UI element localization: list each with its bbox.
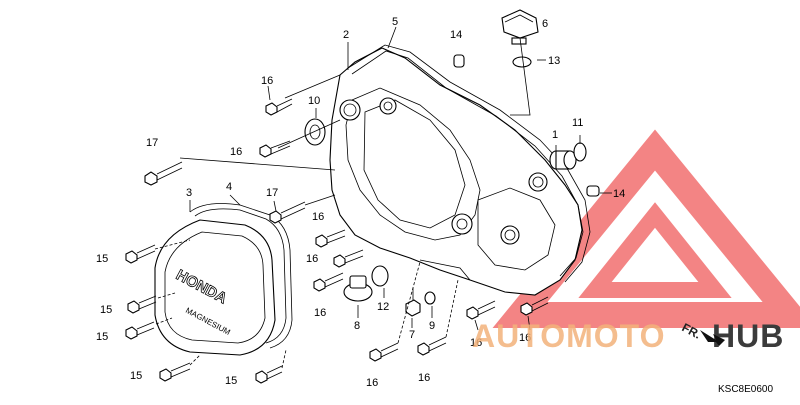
diagram-code: KSC8E0600 bbox=[718, 384, 773, 395]
callout-10: 10 bbox=[308, 95, 320, 107]
front-arrow-icon bbox=[700, 330, 725, 346]
callout-15: 15 bbox=[100, 304, 112, 316]
callout-1: 1 bbox=[552, 129, 558, 141]
callout-14: 14 bbox=[613, 188, 625, 200]
callout-15: 15 bbox=[225, 375, 237, 387]
callout-11: 11 bbox=[572, 117, 583, 129]
callout-3: 3 bbox=[186, 187, 192, 199]
watermark-text: AUTOMOTO HUB bbox=[472, 318, 784, 354]
callout-16: 16 bbox=[519, 332, 531, 344]
filler-cap bbox=[501, 9, 539, 45]
callout-4: 4 bbox=[226, 181, 232, 193]
dowel-pin-right bbox=[586, 185, 600, 197]
dowel-pin-top bbox=[453, 54, 465, 68]
callout-6: 6 bbox=[542, 18, 548, 30]
callout-16: 16 bbox=[312, 211, 324, 223]
o-ring-12 bbox=[371, 265, 389, 287]
watermark-word-hub: HUB bbox=[712, 318, 784, 354]
watermark-logo bbox=[492, 129, 800, 328]
clutch-cover-gasket bbox=[189, 203, 293, 349]
leader-lines bbox=[154, 26, 612, 369]
callout-9: 9 bbox=[429, 320, 435, 332]
clutch-cover: HONDA MAGNESIUM bbox=[154, 219, 276, 356]
callout-13: 13 bbox=[548, 55, 560, 67]
watermark-word-automoto: AUTOMOTO bbox=[472, 318, 665, 354]
callout-17: 17 bbox=[146, 137, 158, 149]
callout-16: 16 bbox=[314, 307, 326, 319]
callout-15: 15 bbox=[96, 331, 108, 343]
callout-17: 17 bbox=[266, 187, 278, 199]
crankcase-cover bbox=[329, 47, 583, 296]
callout-16: 16 bbox=[366, 377, 378, 389]
callout-16: 16 bbox=[306, 253, 318, 265]
o-ring-13 bbox=[512, 56, 532, 68]
callout-16: 16 bbox=[230, 146, 242, 158]
callout-16: 16 bbox=[418, 372, 430, 384]
o-ring-11 bbox=[573, 142, 587, 162]
plug-8 bbox=[343, 275, 373, 302]
bolt-7 bbox=[405, 288, 421, 317]
callout-8: 8 bbox=[354, 320, 360, 332]
callout-16: 16 bbox=[470, 337, 482, 349]
callouts: 2 5 14 6 13 16 10 16 17 1 11 14 3 4 17 1… bbox=[96, 16, 625, 389]
washer-9 bbox=[424, 291, 436, 305]
callout-2: 2 bbox=[343, 29, 349, 41]
callout-14: 14 bbox=[450, 29, 462, 41]
callout-5: 5 bbox=[392, 16, 398, 28]
callout-16: 16 bbox=[261, 75, 273, 87]
bushing-1 bbox=[549, 150, 577, 170]
callout-7: 7 bbox=[409, 329, 415, 341]
cover-gasket bbox=[347, 44, 591, 283]
callout-15: 15 bbox=[130, 370, 142, 382]
bolt-set bbox=[125, 98, 549, 384]
callout-15: 15 bbox=[96, 253, 108, 265]
oil-seal-10 bbox=[304, 118, 326, 146]
callout-12: 12 bbox=[377, 301, 389, 313]
